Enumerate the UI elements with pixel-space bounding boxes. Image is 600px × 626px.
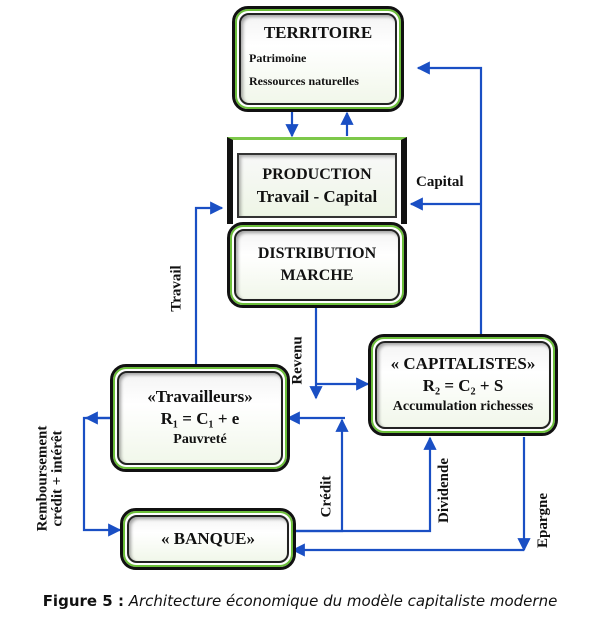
label-travail: Travail: [168, 265, 185, 312]
distribution-box: DISTRIBUTION MARCHE: [227, 222, 407, 308]
territoire-line-patrimoine: Patrimoine: [249, 51, 307, 65]
banque-box: « BANQUE»: [120, 508, 296, 570]
territoire-line-ressources: Ressources naturelles: [249, 74, 359, 88]
distribution-title: DISTRIBUTION: [257, 245, 377, 262]
travailleurs-box: «Travailleurs» R₁ = C₁ + e Pauvreté: [110, 364, 290, 472]
production-title: PRODUCTION: [262, 165, 372, 183]
capitalistes-title: « CAPITALISTES»: [390, 354, 536, 373]
travailleurs-title: «Travailleurs»: [147, 387, 253, 406]
label-credit-interet: crédit + intérêt: [49, 430, 66, 527]
arrow-capitalistes-to-territoire: [416, 61, 483, 338]
travailleurs-note: Pauvreté: [173, 432, 227, 447]
capitalistes-box: « CAPITALISTES» R₂ = C₂ + S Accumulation…: [368, 334, 558, 436]
capitalistes-formula: R₂ = C₂ + S: [422, 376, 504, 395]
territoire-box: TERRITOIRE Patrimoine Ressources naturel…: [232, 6, 404, 112]
caption-text: Architecture économique du modèle capita…: [128, 592, 558, 610]
caption-prefix: Figure 5 :: [42, 592, 124, 610]
distribution-subtitle: MARCHE: [280, 267, 354, 284]
label-credit: Crédit: [318, 475, 335, 518]
travailleurs-formula: R₁ = C₁ + e: [160, 409, 240, 428]
label-revenu: Revenu: [289, 336, 306, 385]
label-dividende: Dividende: [436, 457, 453, 524]
production-subtitle: Travail - Capital: [256, 186, 378, 206]
production-box: PRODUCTION Travail - Capital: [237, 153, 397, 218]
banque-title: « BANQUE»: [161, 529, 255, 548]
capitalistes-note: Accumulation richesses: [392, 399, 534, 414]
figure-caption: Figure 5 : Architecture économique du mo…: [0, 592, 600, 610]
arrow-travail: [194, 201, 224, 365]
territoire-title: TERRITOIRE: [263, 23, 373, 42]
label-capital: Capital: [416, 174, 464, 190]
arrow-dividende: [293, 436, 437, 533]
label-epargne: Epargne: [535, 492, 552, 549]
